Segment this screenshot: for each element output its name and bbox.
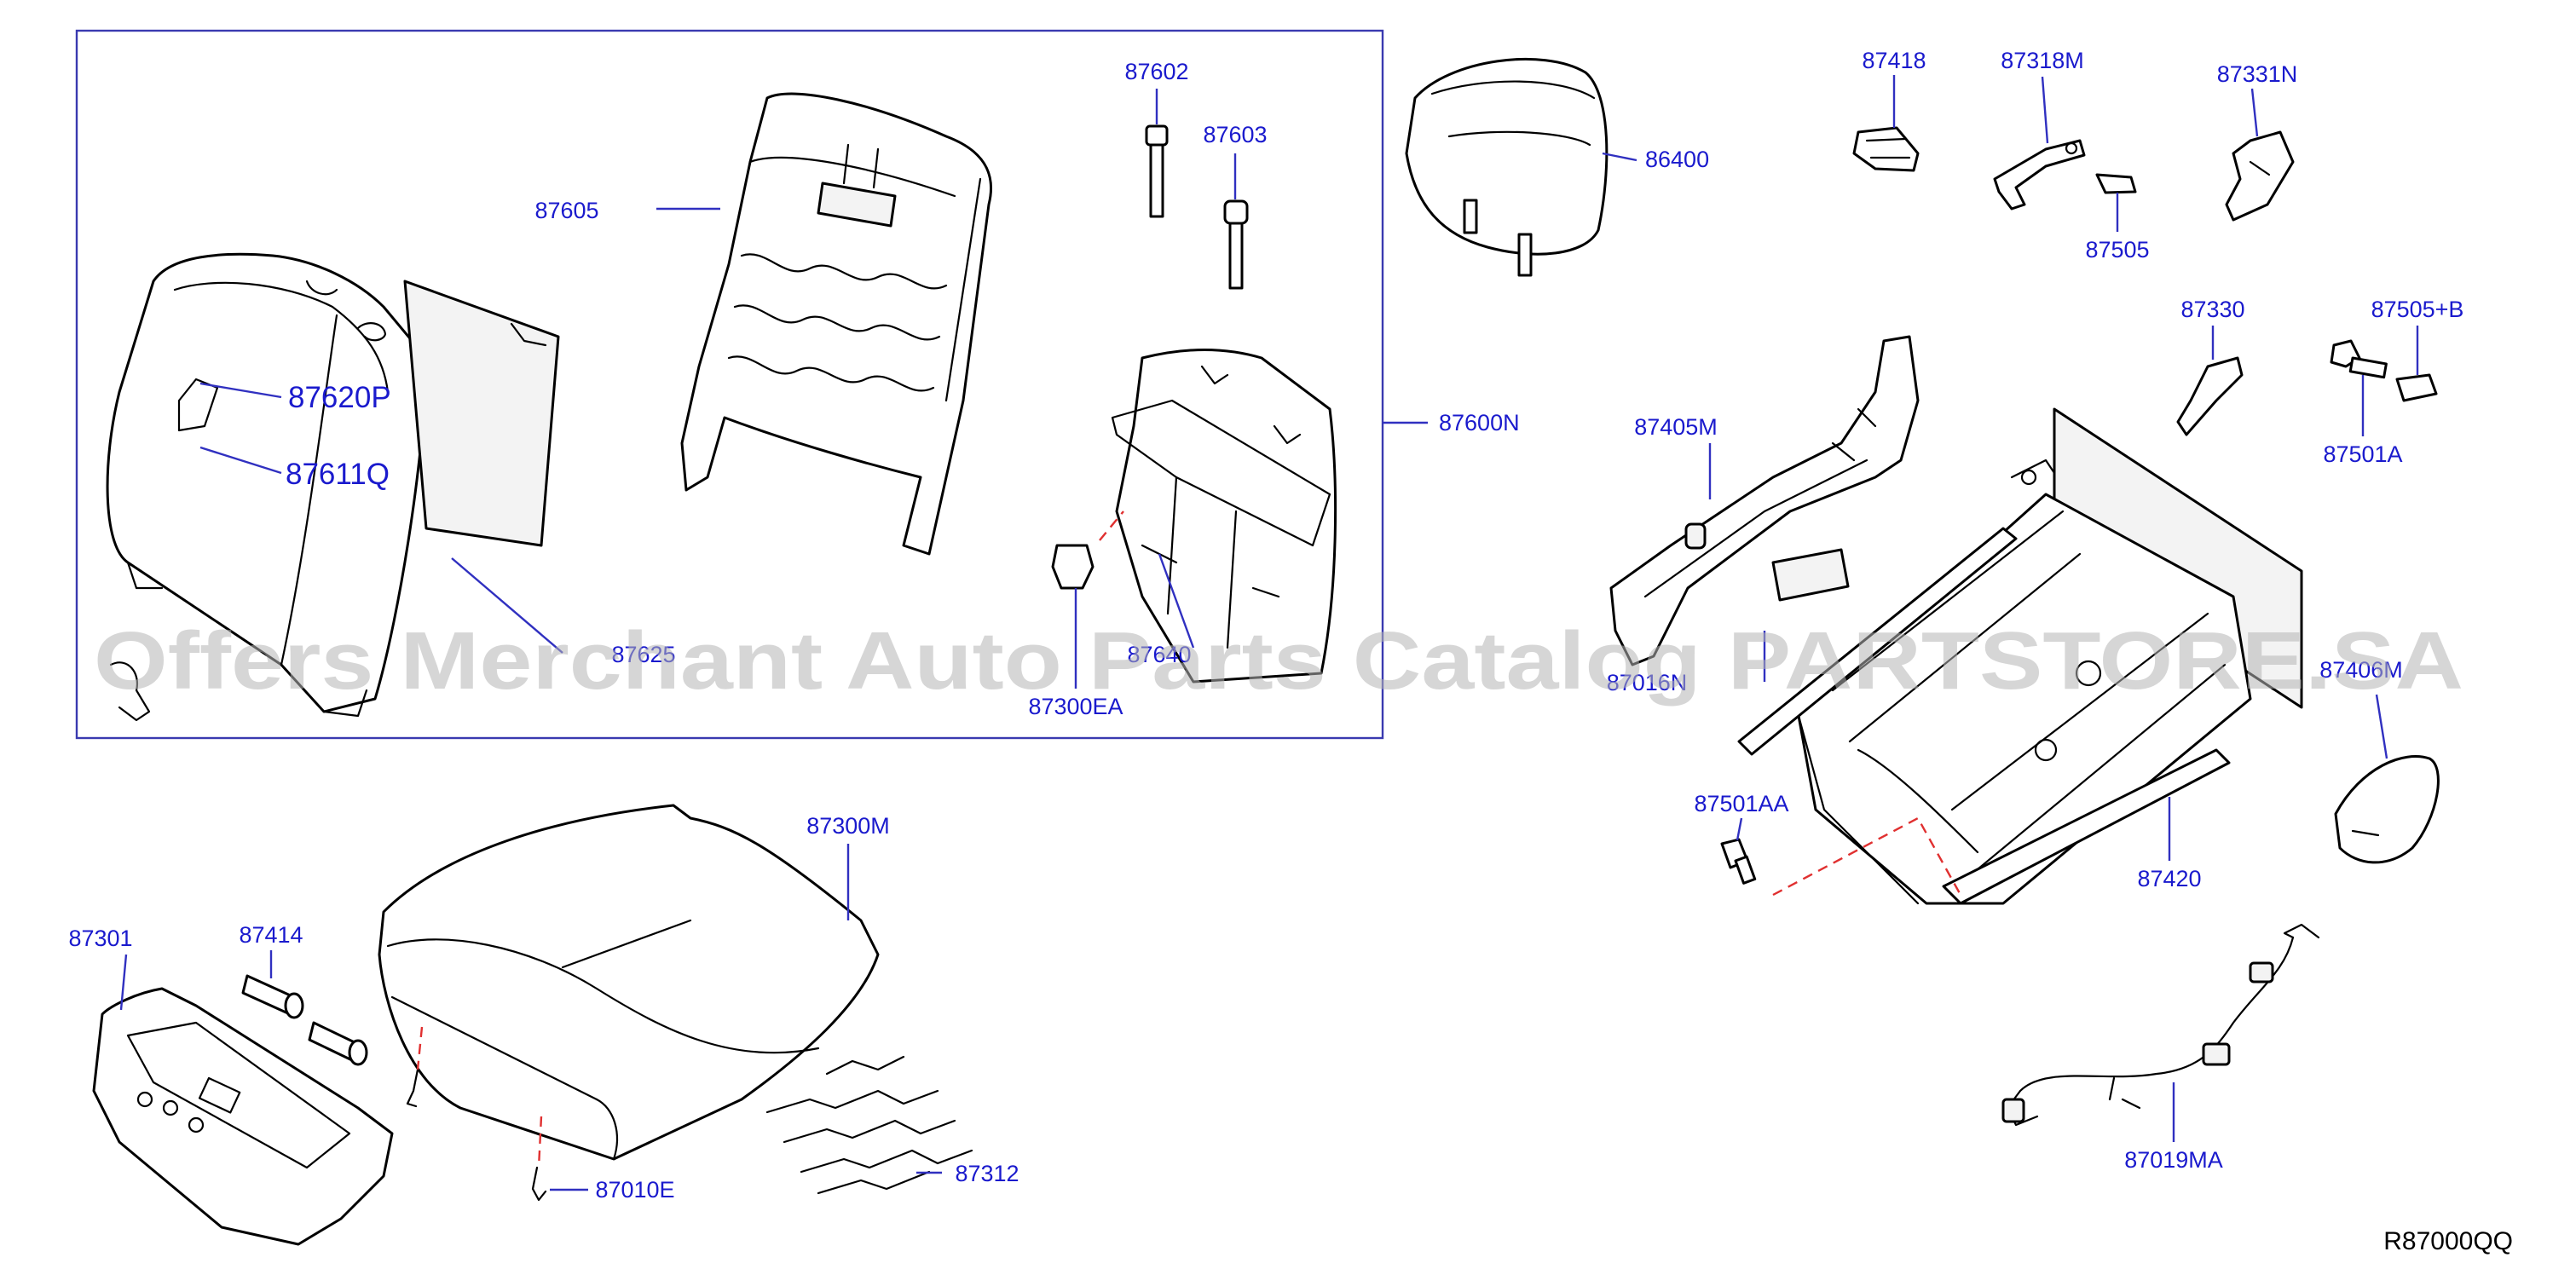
leader-86400: [1602, 152, 1637, 162]
label-87300M[interactable]: 87300M: [806, 813, 890, 839]
label-87406M[interactable]: 87406M: [2319, 657, 2403, 683]
spacer-87414-part[interactable]: [241, 974, 368, 1066]
diagram-ref-code: R87000QQ: [2383, 1227, 2513, 1255]
bolt-87603-part[interactable]: [1223, 199, 1249, 290]
clip-87505B-part[interactable]: [2395, 373, 2438, 402]
label-87300EA[interactable]: 87300EA: [1028, 694, 1123, 719]
leader-87620P: [199, 382, 282, 399]
label-87625[interactable]: 87625: [611, 642, 675, 667]
cover-87330-part[interactable]: [2176, 356, 2244, 436]
label-87330[interactable]: 87330: [2180, 297, 2244, 322]
harness-87019MA-part[interactable]: [2001, 923, 2320, 1127]
lever-87318M-part[interactable]: [1993, 139, 2086, 211]
seat-back-cover-part[interactable]: [106, 252, 560, 722]
pad-87016N-part[interactable]: [1771, 548, 1850, 602]
label-87611Q[interactable]: 87611Q: [286, 458, 390, 491]
label-87501A[interactable]: 87501A: [2323, 441, 2402, 467]
label-87602[interactable]: 87602: [1124, 59, 1188, 84]
seat-cushion-87300M-part[interactable]: [378, 804, 880, 1161]
hidden-line-87010E-a: [416, 1026, 424, 1070]
label-87312[interactable]: 87312: [955, 1161, 1019, 1186]
label-87505B[interactable]: 87505+B: [2371, 297, 2464, 322]
label-87420[interactable]: 87420: [2137, 866, 2201, 891]
label-87301[interactable]: 87301: [68, 926, 132, 951]
label-87318M[interactable]: 87318M: [2001, 48, 2084, 73]
label-87620P[interactable]: 87620P: [288, 381, 391, 414]
bolt-87501AA-part[interactable]: [1720, 838, 1757, 885]
leader-87301: [119, 954, 128, 1011]
label-87603[interactable]: 87603: [1203, 122, 1267, 147]
label-87418[interactable]: 87418: [1862, 48, 1926, 73]
clip-87505-part[interactable]: [2095, 173, 2137, 194]
seat-back-assembly-frame: [75, 29, 1384, 740]
label-87405M[interactable]: 87405M: [1634, 414, 1718, 440]
cover-87331N-part[interactable]: [2225, 130, 2295, 222]
hidden-line-87501AA: [1772, 816, 1962, 897]
leader-87331N: [2250, 88, 2259, 137]
side-trim-87405M-part[interactable]: [1609, 335, 1920, 666]
seat-frame-adjuster-part[interactable]: [1737, 407, 2303, 905]
clip-87010E-part[interactable]: [406, 1068, 547, 1202]
springs-87312-part[interactable]: [765, 1055, 973, 1195]
label-87600N[interactable]: 87600N: [1439, 410, 1520, 435]
label-87605[interactable]: 87605: [534, 198, 598, 223]
label-87505[interactable]: 87505: [2085, 237, 2149, 262]
label-86400[interactable]: 86400: [1645, 147, 1709, 172]
label-87019MA[interactable]: 87019MA: [2124, 1147, 2223, 1173]
hidden-line-87300EA: [1099, 510, 1124, 541]
label-87016N[interactable]: 87016N: [1607, 670, 1688, 695]
headrest-part[interactable]: [1405, 57, 1609, 277]
bolt-87501A-part[interactable]: [2330, 339, 2388, 379]
bolt-87602-part[interactable]: [1145, 124, 1169, 218]
cover-87406M-part[interactable]: [2334, 755, 2440, 864]
seat-back-board-part[interactable]: [1111, 349, 1337, 684]
leader-87406M: [2375, 694, 2388, 759]
leader-87501AA: [1736, 817, 1743, 841]
leader-87611Q: [199, 446, 282, 475]
seat-back-frame-part[interactable]: [680, 92, 993, 556]
hidden-line-87010E-b: [537, 1116, 543, 1168]
leader-87640: [1158, 553, 1195, 649]
label-87501AA[interactable]: 87501AA: [1694, 791, 1788, 816]
leader-87625: [451, 557, 563, 654]
label-87331N[interactable]: 87331N: [2217, 61, 2298, 87]
bracket-87418-part[interactable]: [1852, 126, 1920, 172]
label-87640[interactable]: 87640: [1127, 642, 1191, 667]
watermark-text: Offers Merchant Auto Parts Catalog PARTS…: [94, 615, 2463, 707]
bracket-87301-part[interactable]: [92, 987, 394, 1246]
leader-87318M: [2041, 76, 2049, 144]
clip-87300EA-part[interactable]: [1051, 544, 1095, 590]
label-87414[interactable]: 87414: [239, 922, 303, 948]
label-87010E[interactable]: 87010E: [595, 1177, 674, 1203]
